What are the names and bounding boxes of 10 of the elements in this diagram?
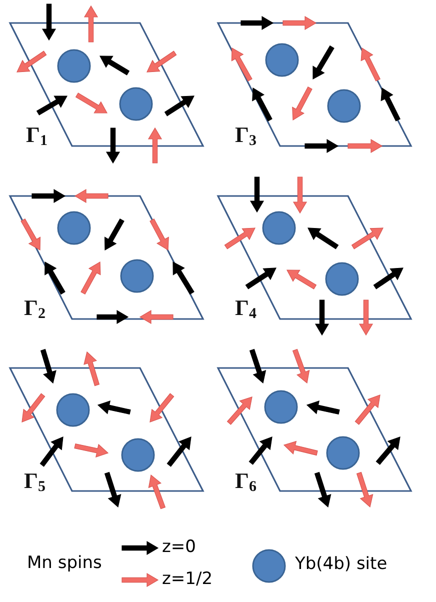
panel-label: Γ$_{2}$ xyxy=(24,297,46,322)
legend-label: z=1/2 xyxy=(162,571,213,588)
legend-label: Yb(4b) site xyxy=(295,556,388,573)
panel-label: Γ$_{5}$ xyxy=(24,470,46,495)
panel-label: Γ$_{4}$ xyxy=(235,297,256,322)
legend-label: z=0 xyxy=(162,539,196,556)
legend-title: Mn spins xyxy=(27,555,102,572)
panel-label: Γ$_{6}$ xyxy=(235,470,256,495)
panel-label: Γ$_{1}$ xyxy=(26,124,48,149)
panel-label: Γ$_{3}$ xyxy=(235,124,256,149)
